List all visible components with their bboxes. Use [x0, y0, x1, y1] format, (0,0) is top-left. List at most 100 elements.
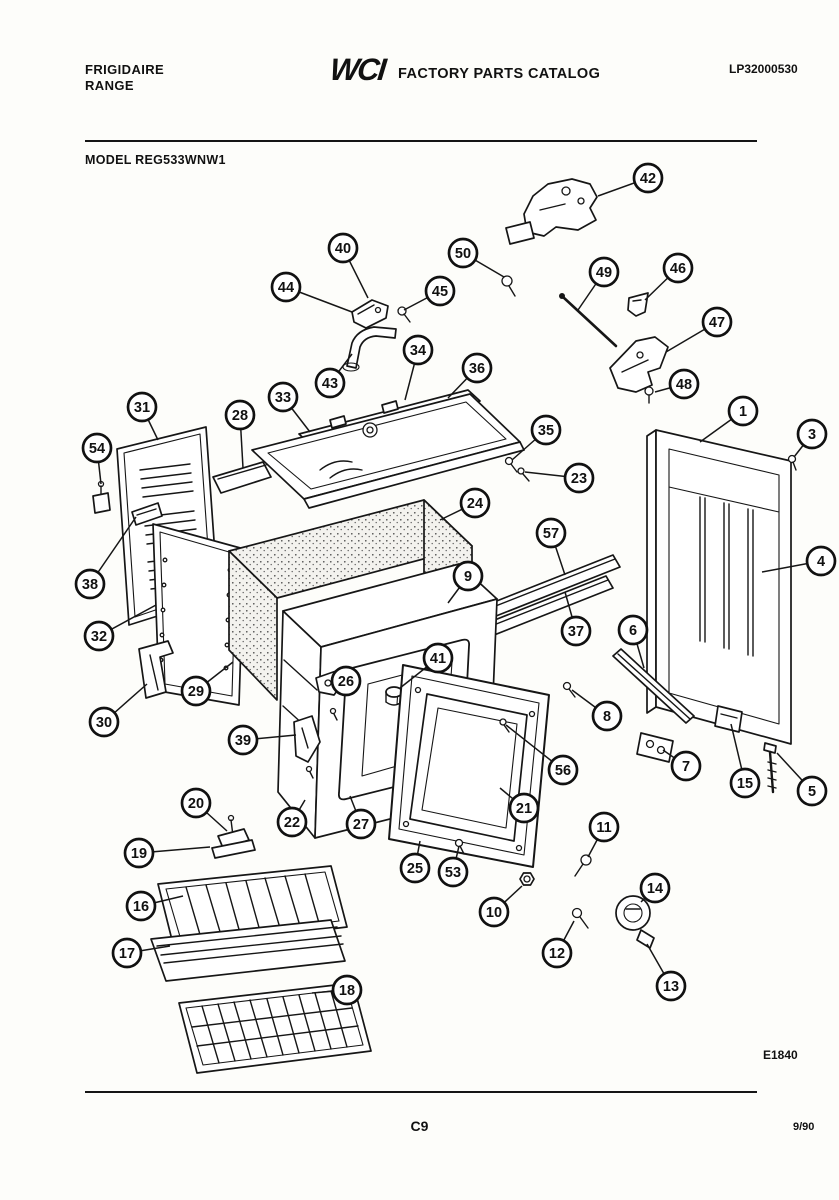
part-callout-23: 23: [524, 462, 595, 494]
svg-text:12: 12: [549, 946, 565, 962]
part-callout-43: 43: [314, 353, 353, 399]
part-callout-20: 20: [180, 787, 228, 832]
svg-text:44: 44: [278, 280, 294, 296]
screw-45-drawing: [397, 306, 411, 323]
screw-48-drawing: [644, 386, 654, 404]
part-callout-4: 4: [761, 545, 837, 577]
svg-text:53: 53: [445, 865, 461, 881]
svg-text:3: 3: [808, 427, 816, 443]
svg-text:21: 21: [516, 801, 532, 817]
part-callout-32: 32: [83, 604, 157, 652]
model-number-label: MODEL REG533WNW1: [85, 153, 226, 167]
part-callout-12: 12: [541, 920, 575, 969]
bracket-arm-43-drawing: [342, 326, 397, 372]
bracket-19-20-drawing: [211, 814, 256, 859]
part-callout-3: 3: [793, 418, 828, 458]
part-callout-24: 24: [439, 487, 491, 521]
part-callout-18: 18: [311, 974, 363, 1006]
screw-8-drawing: [562, 681, 576, 698]
page-number: C9: [410, 1118, 429, 1134]
part-callout-21: 21: [499, 787, 540, 824]
part-callout-57: 57: [535, 517, 567, 576]
part-callout-53: 53: [437, 845, 469, 888]
svg-text:35: 35: [538, 423, 554, 439]
part-callout-28: 28: [224, 399, 256, 469]
wrapper-panel-32-drawing: [152, 523, 245, 706]
bracket-47-drawing: [609, 336, 669, 393]
svg-text:26: 26: [338, 674, 354, 690]
part-callout-48: 48: [654, 368, 700, 400]
part-callout-8: 8: [571, 689, 623, 732]
svg-text:20: 20: [188, 796, 204, 812]
part-callout-47: 47: [665, 306, 733, 353]
svg-text:23: 23: [571, 471, 587, 487]
brand-name: FRIGIDAIRE RANGE: [85, 62, 164, 94]
svg-text:14: 14: [647, 881, 663, 897]
part-callout-34: 34: [402, 334, 434, 401]
svg-text:56: 56: [555, 763, 571, 779]
bracket-7-drawing: [636, 732, 674, 763]
part-callout-22: 22: [276, 799, 308, 838]
part-callout-25: 25: [399, 840, 431, 884]
part-callout-40: 40: [327, 232, 369, 299]
part-callout-35: 35: [511, 414, 562, 461]
date-code: 9/90: [793, 1121, 815, 1133]
part-callout-33: 33: [267, 381, 311, 433]
svg-text:19: 19: [131, 846, 147, 862]
svg-text:40: 40: [335, 241, 351, 257]
svg-text:9: 9: [464, 569, 472, 585]
part-callout-45: 45: [403, 275, 456, 311]
svg-text:45: 45: [432, 284, 448, 300]
clip-54-drawing: [92, 480, 111, 514]
part-callout-26: 26: [330, 665, 362, 697]
knob-14-drawing: [615, 895, 655, 949]
bolt-11-drawing: [574, 854, 592, 877]
footer-rule: [85, 1091, 757, 1093]
part-callout-30: 30: [88, 683, 148, 738]
part-callout-17: 17: [111, 937, 171, 969]
svg-text:34: 34: [410, 343, 426, 359]
svg-text:4: 4: [817, 554, 825, 570]
document-number: LP32000530: [729, 62, 798, 76]
part-callout-38: 38: [74, 516, 137, 600]
svg-text:7: 7: [682, 759, 690, 775]
screw-56-drawing: [499, 718, 510, 733]
svg-text:48: 48: [676, 377, 692, 393]
part-callout-41: 41: [399, 642, 454, 689]
block-15-drawing: [714, 705, 743, 733]
part-callout-42: 42: [597, 162, 664, 197]
side-panel-right-drawing: [646, 429, 792, 745]
spacer-bar-28-drawing: [212, 461, 272, 494]
screw-23-drawing: [517, 467, 530, 482]
svg-text:46: 46: [670, 261, 686, 277]
svg-text:24: 24: [467, 496, 483, 512]
svg-text:33: 33: [275, 390, 291, 406]
svg-text:32: 32: [91, 629, 107, 645]
svg-text:10: 10: [486, 905, 502, 921]
part-callout-6: 6: [617, 614, 649, 669]
hinge-39-drawing: [293, 715, 321, 779]
part-callout-46: 46: [644, 252, 694, 301]
svg-text:57: 57: [543, 526, 559, 542]
catalog-title: FACTORY PARTS CATALOG: [398, 66, 601, 82]
svg-text:49: 49: [596, 265, 612, 281]
part-callout-39: 39: [227, 724, 297, 756]
svg-text:31: 31: [134, 400, 150, 416]
part-callout-14: 14: [639, 872, 671, 904]
svg-text:17: 17: [119, 946, 135, 962]
part-callout-13: 13: [646, 943, 687, 1002]
svg-text:41: 41: [430, 651, 446, 667]
svg-text:15: 15: [737, 776, 753, 792]
screw-3-drawing: [787, 454, 797, 471]
bolt-5-drawing: [763, 742, 777, 794]
part-callout-1: 1: [699, 395, 759, 443]
screw-12-drawing: [571, 907, 589, 929]
screw-53-drawing: [454, 838, 465, 855]
svg-text:38: 38: [82, 577, 98, 593]
part-callout-49: 49: [577, 256, 620, 311]
screw-35-drawing: [504, 456, 518, 473]
nut-10-drawing: [519, 872, 535, 886]
bracket-assembly-42-drawing: [505, 178, 598, 245]
